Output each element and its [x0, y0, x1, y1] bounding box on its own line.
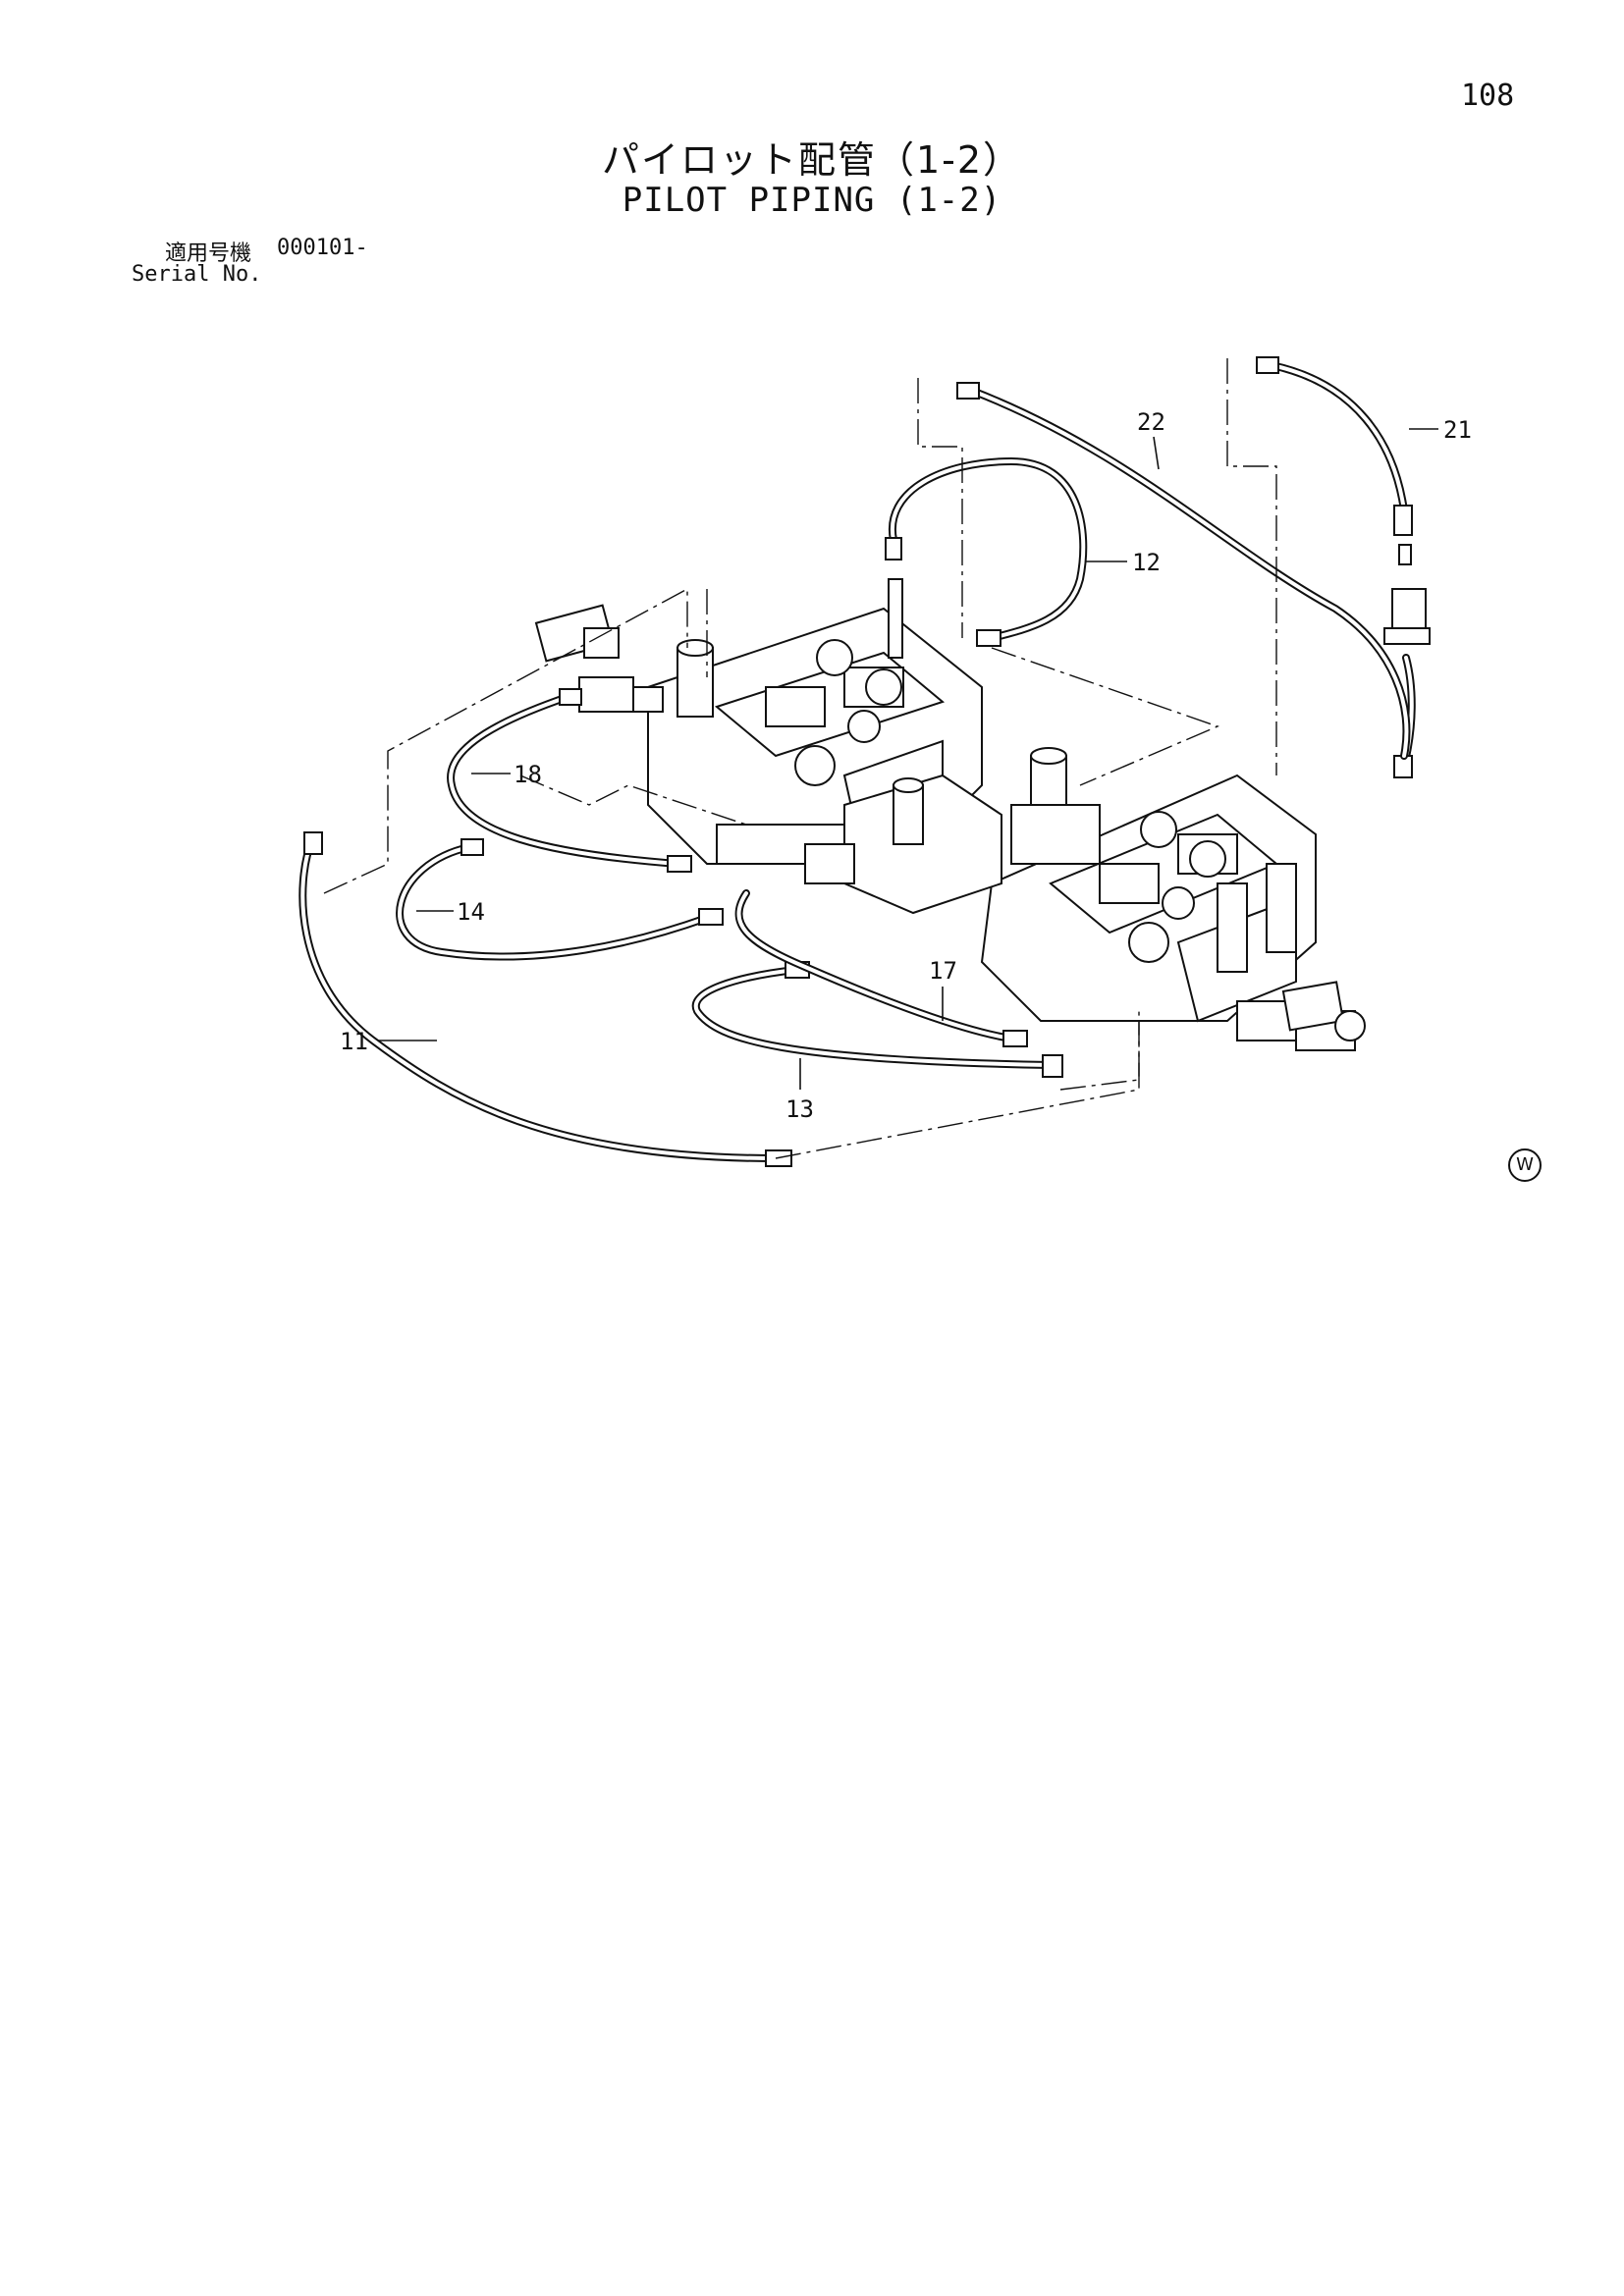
callout-11: 11 — [340, 1028, 368, 1055]
serial-number-value: 000101- — [277, 236, 368, 260]
page-number: 108 — [1461, 79, 1515, 113]
hose-17 — [734, 889, 1028, 1047]
corner-w-mark: W — [1508, 1148, 1542, 1182]
hose-12 — [885, 456, 1088, 659]
hose-13 — [691, 961, 1063, 1078]
solenoid-valve-right — [1281, 981, 1366, 1041]
callout-22: 22 — [1137, 408, 1165, 436]
callout-14: 14 — [457, 898, 485, 926]
callout-12: 12 — [1132, 549, 1161, 576]
page-title-japanese: パイロット配管（1-2） — [601, 138, 1023, 182]
serial-label-english: Serial No. — [132, 262, 262, 287]
hose-14 — [396, 838, 724, 961]
callout-13: 13 — [785, 1095, 814, 1123]
serial-label-japanese: 適用号機 — [165, 241, 252, 266]
callout-18: 18 — [514, 761, 542, 788]
hose-21 — [1256, 356, 1431, 778]
solenoid-valve-left — [534, 604, 664, 713]
hose-18 — [447, 688, 692, 873]
page-title-english: PILOT PIPING (1-2) — [622, 181, 1002, 220]
hose-11 — [298, 831, 792, 1167]
callout-21: 21 — [1443, 416, 1472, 444]
phantom-routing-lines — [323, 358, 1277, 1159]
callout-17: 17 — [929, 957, 957, 985]
leader-lines — [378, 428, 1438, 1090]
hose-22 — [956, 382, 1411, 760]
center-manifold — [804, 774, 1101, 915]
